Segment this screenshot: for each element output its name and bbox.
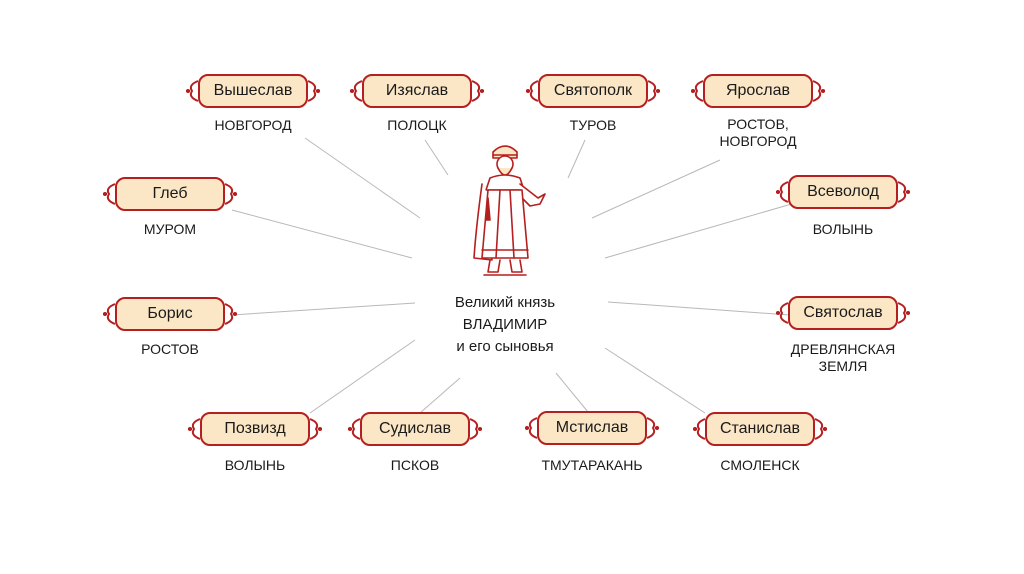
son-name: Всеволод — [807, 183, 879, 200]
son-name: Мстислав — [555, 419, 629, 436]
son-city: РОСТОВ, НОВГОРОД — [719, 116, 797, 149]
ornament-icon — [103, 183, 116, 205]
ornament-icon — [350, 80, 363, 102]
prince-figure-icon — [473, 145, 546, 276]
son-city: ВОЛЫНЬ — [812, 221, 874, 237]
ornament-icon — [224, 183, 237, 205]
connector-line — [304, 137, 421, 219]
connector-line — [231, 302, 416, 316]
connector-line — [231, 209, 413, 259]
ornament-icon — [526, 80, 539, 102]
son-plaque: Позвизд — [200, 412, 310, 446]
son-node-vysheslav: Вышеслав — [186, 74, 320, 108]
son-plaque: Судислав — [360, 412, 470, 446]
center-subtitle: и его сыновья — [456, 338, 554, 355]
son-plaque: Всеволод — [788, 175, 898, 209]
son-plaque: Станислав — [705, 412, 815, 446]
son-plaque: Святослав — [788, 296, 898, 330]
connector-line — [555, 372, 589, 413]
ornament-icon — [646, 417, 659, 439]
son-node-gleb: Глеб — [103, 177, 237, 211]
son-plaque: Ярослав — [703, 74, 813, 108]
ornament-icon — [348, 418, 361, 440]
connector-line — [591, 159, 721, 219]
ornament-icon — [186, 80, 199, 102]
son-city: СМОЛЕНСК — [720, 457, 800, 473]
son-node-pozvizd: Позвизд — [188, 412, 322, 446]
son-name: Позвизд — [224, 420, 286, 437]
ornament-icon — [693, 418, 706, 440]
son-node-svyatopolk: Святополк — [526, 74, 660, 108]
son-plaque: Святополк — [538, 74, 648, 108]
son-node-mstislav: Мстислав — [525, 411, 659, 445]
center-name: ВЛАДИМИР — [462, 316, 548, 333]
connector-line — [567, 139, 586, 179]
son-name: Святополк — [553, 82, 633, 99]
son-plaque: Вышеслав — [198, 74, 308, 108]
son-city: ДРЕВЛЯНСКАЯ ЗЕМЛЯ — [790, 341, 896, 374]
ornament-icon — [103, 303, 116, 325]
son-name: Изяслав — [385, 82, 449, 99]
ornament-icon — [897, 302, 910, 324]
ornament-icon — [776, 181, 789, 203]
son-node-sudislav: Судислав — [348, 412, 482, 446]
son-plaque: Мстислав — [537, 411, 647, 445]
son-node-boris: Борис — [103, 297, 237, 331]
son-plaque: Глеб — [115, 177, 225, 211]
ornament-icon — [469, 418, 482, 440]
center-caption: Великий князь ВЛАДИМИР и его сыновья — [395, 292, 615, 358]
connector-line — [424, 139, 449, 176]
son-city: ПОЛОЦК — [387, 117, 447, 133]
ornament-icon — [647, 80, 660, 102]
connector-line — [604, 202, 796, 259]
son-node-stanislav: Станислав — [693, 412, 827, 446]
connector-line — [309, 339, 416, 414]
son-name: Станислав — [719, 420, 801, 437]
son-city: РОСТОВ — [141, 341, 199, 357]
son-node-yaroslav: Ярослав — [691, 74, 825, 108]
son-city: ПСКОВ — [390, 457, 440, 473]
son-node-svyatoslav: Святослав — [776, 296, 910, 330]
ornament-icon — [307, 80, 320, 102]
ornament-icon — [812, 80, 825, 102]
son-name: Судислав — [378, 420, 452, 437]
son-city: ТМУТАРАКАНЬ — [541, 457, 643, 473]
son-plaque: Борис — [115, 297, 225, 331]
ornament-icon — [897, 181, 910, 203]
son-name: Вышеслав — [213, 82, 293, 99]
son-city: ТУРОВ — [569, 117, 617, 133]
son-name: Святослав — [803, 304, 883, 321]
son-plaque: Изяслав — [362, 74, 472, 108]
son-name: Ярослав — [725, 82, 791, 99]
son-city: НОВГОРОД — [214, 117, 292, 133]
ornament-icon — [776, 302, 789, 324]
son-name: Глеб — [152, 185, 188, 202]
ornament-icon — [471, 80, 484, 102]
ornament-icon — [309, 418, 322, 440]
ornament-icon — [814, 418, 827, 440]
ornament-icon — [691, 80, 704, 102]
connector-line — [607, 301, 791, 316]
son-node-izyaslav: Изяслав — [350, 74, 484, 108]
connector-line — [604, 347, 706, 414]
connector-line — [419, 377, 461, 414]
son-name: Борис — [147, 305, 193, 322]
ornament-icon — [525, 417, 538, 439]
ornament-icon — [188, 418, 201, 440]
son-city: ВОЛЫНЬ — [224, 457, 286, 473]
son-city: МУРОМ — [143, 221, 197, 237]
center-title: Великий князь — [454, 294, 556, 311]
ornament-icon — [224, 303, 237, 325]
son-node-vsevolod: Всеволод — [776, 175, 910, 209]
